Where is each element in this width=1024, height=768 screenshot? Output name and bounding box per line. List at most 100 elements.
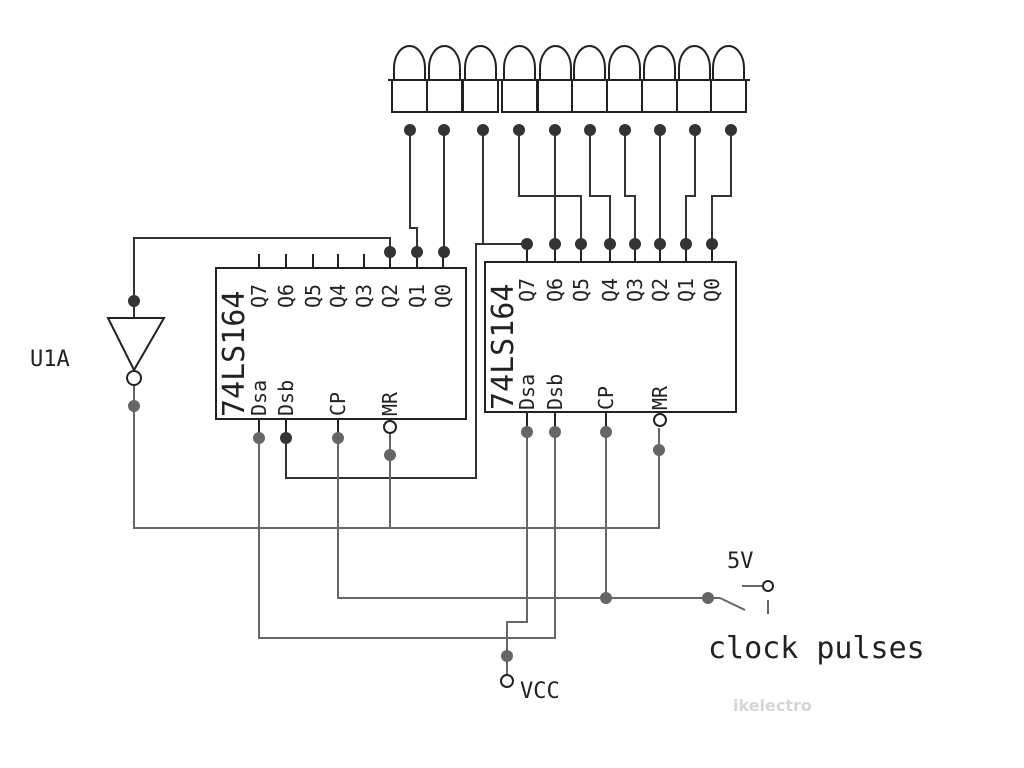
led-segment — [710, 79, 747, 113]
junction-dot — [438, 246, 450, 258]
led-segment — [537, 79, 574, 113]
inverter-u1a: U1A — [30, 317, 166, 386]
vcc-supply: VCC — [500, 674, 560, 704]
led-dome — [539, 45, 572, 80]
input-pin-label: Dsb — [274, 380, 298, 416]
mr-bubble — [653, 413, 667, 427]
output-pin-label: Q2 — [648, 278, 672, 302]
output-pin-label: Q4 — [326, 284, 350, 308]
inverter-triangle — [106, 317, 166, 373]
junction-dot — [689, 124, 701, 136]
output-pin-label: Q1 — [674, 278, 698, 302]
input-pin-label: MR — [648, 385, 672, 410]
led-dome — [464, 45, 497, 80]
junction-dot — [404, 124, 416, 136]
input-pin-label: CP — [326, 392, 350, 416]
output-pin-label: Q3 — [623, 278, 647, 302]
chip-2-part-label: 74LS164 — [486, 284, 521, 410]
led-segment — [641, 79, 678, 113]
led-dome — [643, 45, 676, 80]
input-pin-label: Dsa — [515, 374, 539, 410]
wire — [258, 432, 556, 639]
wire — [285, 130, 484, 479]
junction-dot — [654, 238, 666, 250]
junction-dot — [584, 124, 596, 136]
inverter-bubble — [126, 370, 142, 386]
output-pin-label: Q7 — [515, 278, 539, 302]
junction-dot — [477, 124, 489, 136]
vcc-terminal — [500, 674, 514, 688]
output-pin-label: Q5 — [301, 284, 325, 308]
led-segment — [391, 79, 428, 113]
wire — [518, 130, 582, 246]
junction-dot — [521, 426, 533, 438]
junction-dot — [253, 432, 265, 444]
switch-voltage-label: 5V — [727, 549, 754, 574]
led-segment — [426, 79, 463, 113]
mr-bubble — [383, 420, 397, 434]
output-pin-label: Q6 — [543, 278, 567, 302]
wire — [685, 130, 696, 246]
junction-dot — [654, 124, 666, 136]
wire — [409, 130, 418, 254]
inverter-label: U1A — [30, 347, 70, 372]
wire — [624, 130, 636, 246]
junction-dot — [702, 592, 714, 604]
junction-dot — [680, 238, 692, 250]
wire — [337, 432, 708, 599]
junction-dot — [501, 650, 513, 662]
chip-1-part-label: 74LS164 — [217, 291, 252, 417]
led-bar — [388, 45, 750, 113]
wire — [589, 130, 611, 246]
watermark: ikelectro — [733, 696, 812, 715]
wires — [133, 130, 732, 675]
output-pin-label: Q0 — [431, 284, 455, 308]
vcc-label: VCC — [520, 679, 560, 704]
junction-dot — [280, 432, 292, 444]
junction-dot — [411, 246, 423, 258]
junction-dot — [604, 238, 616, 250]
input-pin-label: CP — [594, 386, 618, 410]
input-pin-label: Dsa — [247, 380, 271, 416]
input-pin-label: Dsb — [543, 374, 567, 410]
output-pin-label: Q1 — [405, 284, 429, 308]
chip-1-body — [215, 267, 467, 420]
junction-dot — [332, 432, 344, 444]
wire — [506, 432, 528, 675]
led-segment — [606, 79, 643, 113]
junction-dot — [128, 295, 140, 307]
junction-dot — [600, 426, 612, 438]
wire — [711, 130, 732, 246]
output-pin-label: Q0 — [700, 278, 724, 302]
led-dome — [503, 45, 536, 80]
wire — [133, 386, 660, 529]
output-pin-label: Q4 — [598, 278, 622, 302]
junction-dot — [725, 124, 737, 136]
led-segment — [501, 79, 538, 113]
junction-dots — [128, 124, 737, 662]
junction-dot — [629, 238, 641, 250]
junction-dot — [549, 426, 561, 438]
junction-dot — [438, 124, 450, 136]
output-pin-label: Q7 — [247, 284, 271, 308]
output-pin-label: Q2 — [378, 284, 402, 308]
led-dome — [608, 45, 641, 80]
led-segment — [462, 79, 499, 113]
led-dome — [712, 45, 745, 80]
junction-dot — [384, 449, 396, 461]
junction-dot — [653, 444, 665, 456]
wire — [133, 237, 391, 318]
led-dome — [428, 45, 461, 80]
input-pin-label: MR — [378, 391, 402, 416]
clock-switch: 5V clock pulses — [708, 549, 925, 666]
led-dome — [678, 45, 711, 80]
led-dome — [393, 45, 426, 80]
junction-dot — [619, 124, 631, 136]
junction-dot — [549, 124, 561, 136]
led-segment — [676, 79, 713, 113]
output-pin-label: Q5 — [569, 278, 593, 302]
junction-dot — [521, 238, 533, 250]
junction-dot — [384, 246, 396, 258]
